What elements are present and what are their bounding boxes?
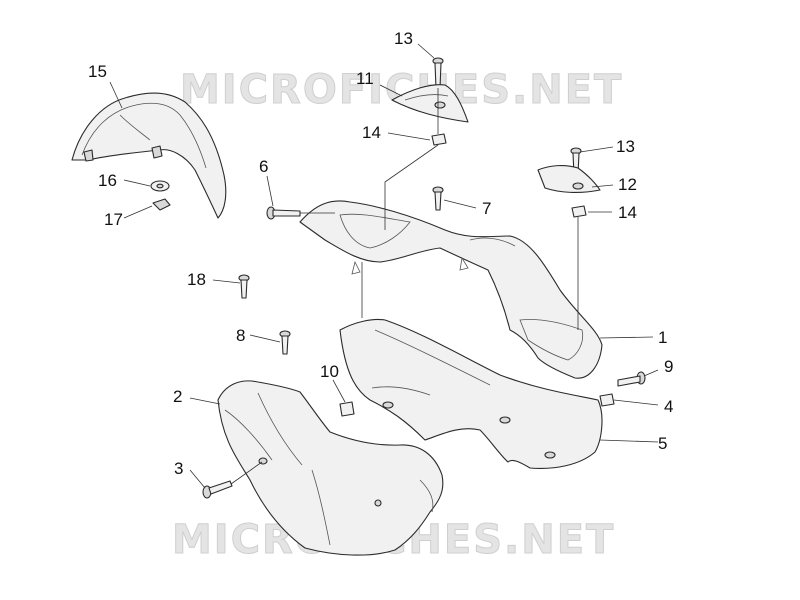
callout-18: 18 bbox=[187, 270, 206, 289]
part-14-nut-right bbox=[571, 205, 587, 218]
part-15-top-cover bbox=[71, 92, 227, 219]
part-12-bracket bbox=[537, 165, 601, 193]
part-14-nut-upper bbox=[431, 133, 447, 146]
part-3-screw bbox=[202, 480, 233, 499]
callout-17: 17 bbox=[104, 210, 123, 229]
part-11-bracket bbox=[391, 84, 469, 123]
callout-4: 4 bbox=[664, 397, 673, 416]
callout-1: 1 bbox=[658, 328, 667, 347]
callout-11: 11 bbox=[356, 69, 374, 88]
callout-8: 8 bbox=[236, 326, 245, 345]
callout-pointers bbox=[109, 43, 659, 489]
callout-6: 6 bbox=[259, 157, 268, 176]
part-18-screw bbox=[238, 274, 250, 299]
part-9-bolt bbox=[617, 371, 646, 387]
callout-9: 9 bbox=[664, 357, 673, 376]
callout-13-upper: 13 bbox=[394, 29, 413, 48]
callout-5: 5 bbox=[658, 434, 667, 453]
callout-16: 16 bbox=[98, 171, 117, 190]
callout-7: 7 bbox=[482, 199, 491, 218]
part-4-nut bbox=[599, 393, 615, 407]
part-1-upper-cover bbox=[299, 200, 603, 379]
assembly-lines bbox=[230, 88, 579, 485]
part-8-screw bbox=[279, 330, 291, 355]
callout-13-right: 13 bbox=[616, 137, 635, 156]
part-10-clip bbox=[339, 401, 355, 417]
part-2-front-cover bbox=[217, 380, 444, 556]
part-6-bolt bbox=[266, 206, 301, 220]
callout-labels: 13 11 14 13 12 14 7 6 1 9 4 5 10 2 3 18 … bbox=[88, 29, 673, 478]
part-16-washer bbox=[150, 180, 170, 192]
watermark-top: MICROFICHES.NET bbox=[180, 67, 623, 113]
callout-10: 10 bbox=[320, 362, 339, 381]
callout-15: 15 bbox=[88, 62, 107, 81]
part-5-lower-cover bbox=[339, 318, 603, 469]
part-17-clip bbox=[152, 198, 171, 211]
part-7-screw bbox=[432, 186, 444, 211]
callout-2: 2 bbox=[173, 387, 182, 406]
callout-14-right: 14 bbox=[618, 203, 637, 222]
callout-14-upper: 14 bbox=[362, 123, 381, 142]
callout-3: 3 bbox=[174, 459, 183, 478]
callout-12: 12 bbox=[618, 175, 637, 194]
